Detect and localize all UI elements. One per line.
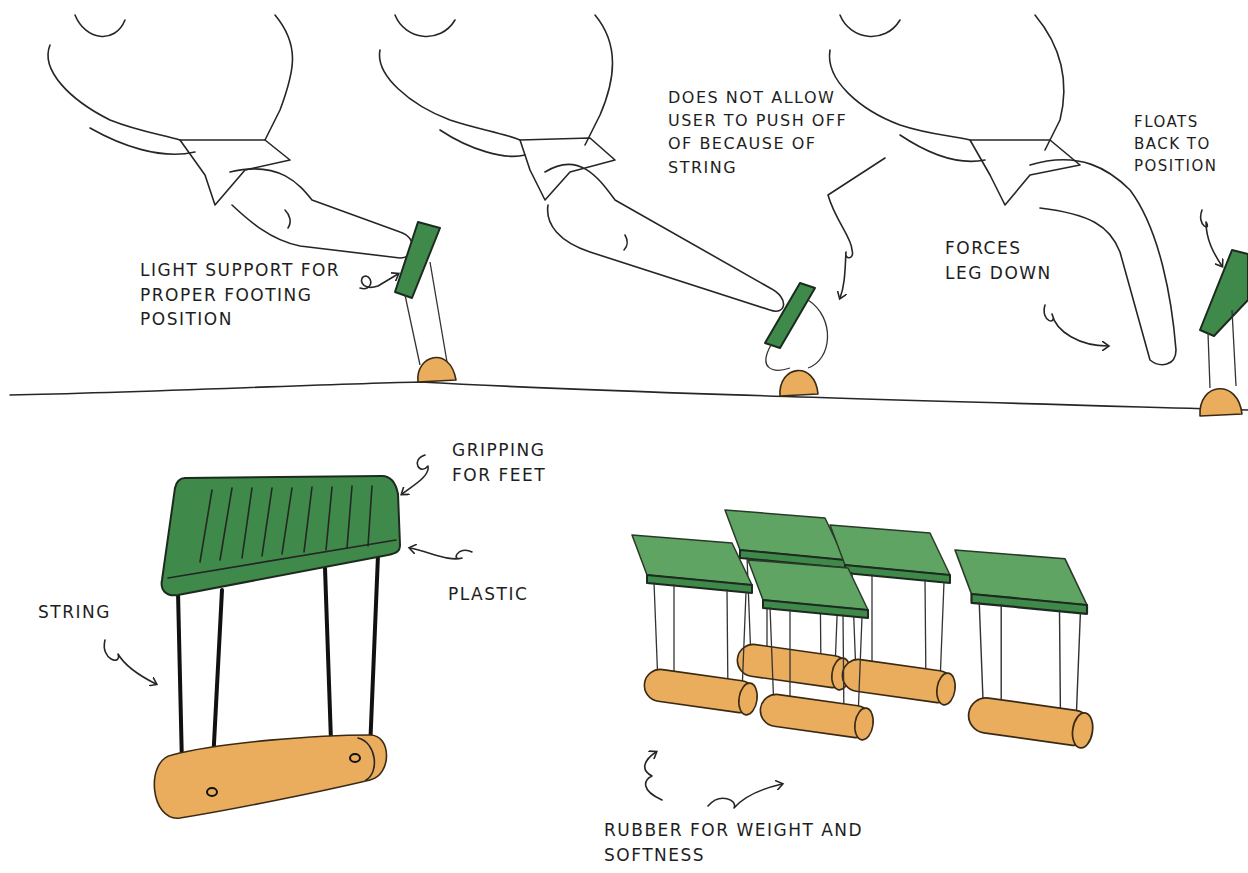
device-detail	[154, 476, 400, 818]
foot-pad	[1200, 250, 1248, 336]
device-group	[632, 510, 1095, 749]
annotation-label: PLASTIC	[448, 582, 578, 607]
string	[405, 295, 420, 365]
annotation-label: STRING	[38, 600, 148, 625]
annotation-label: DOES NOT ALLOW USER TO PUSH OFF OF BECAU…	[668, 86, 850, 179]
string	[808, 300, 828, 368]
annotation-label: FLOATS BACK TO POSITION	[1134, 112, 1244, 177]
leader-lines	[104, 158, 1222, 808]
string	[1208, 333, 1210, 388]
string	[430, 262, 447, 362]
figure-panel-1	[48, 15, 413, 258]
foot-pad	[395, 222, 440, 298]
string	[1232, 310, 1236, 386]
annotation-label: GRIPPING FOR FEET	[452, 438, 577, 487]
annotation-label: FORCES LEG DOWN	[945, 236, 1055, 285]
foot-pad	[765, 283, 815, 348]
rubber-weight	[418, 358, 456, 382]
ground-line	[10, 382, 1248, 410]
figure-panel-3	[830, 15, 1176, 365]
rubber-weight	[1200, 389, 1242, 416]
annotation-label: RUBBER FOR WEIGHT AND SOFTNESS	[604, 818, 904, 867]
string	[766, 345, 790, 370]
annotation-label: LIGHT SUPPORT FOR PROPER FOOTING POSITIO…	[140, 258, 365, 332]
rubber-weight	[780, 371, 818, 396]
